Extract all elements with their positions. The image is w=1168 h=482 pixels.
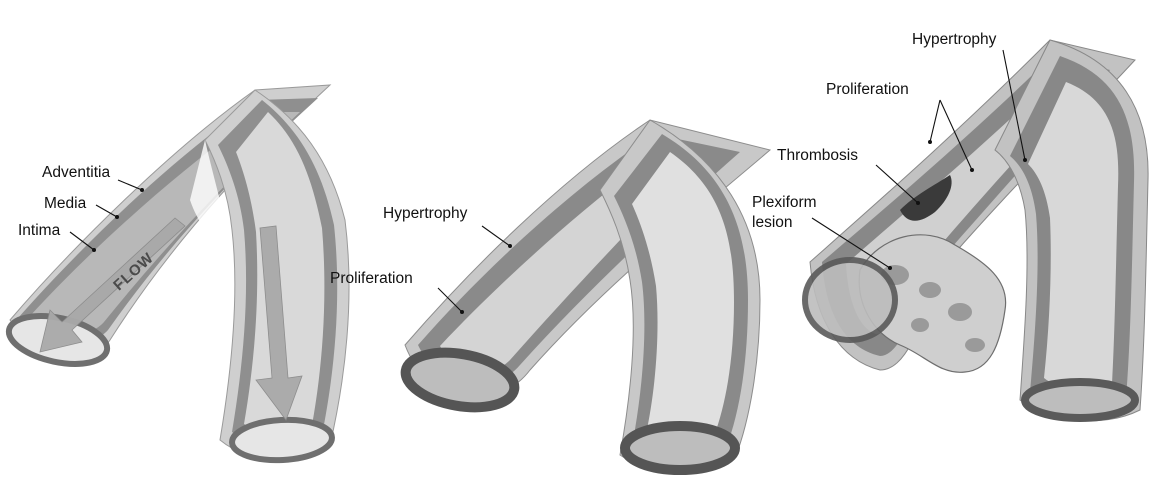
- label-plexiform-lesion-line2: lesion: [752, 214, 793, 231]
- leader-proliferation-3a: [930, 100, 940, 142]
- lesion-channel: [948, 303, 972, 321]
- label-adventitia: Adventitia: [42, 164, 110, 181]
- label-proliferation-2: Proliferation: [330, 270, 413, 287]
- leader-dot-intima: [92, 248, 96, 252]
- panel-normal-artery: FLOW Adventitia Media Intima: [5, 85, 350, 463]
- label-hypertrophy-2: Hypertrophy: [383, 205, 468, 222]
- label-hypertrophy-3: Hypertrophy: [912, 31, 997, 48]
- cut-face-right-2: [625, 426, 735, 470]
- label-media: Media: [44, 195, 87, 212]
- cut-face-left-3: [805, 260, 895, 340]
- leader-adventitia: [118, 180, 142, 190]
- leader-dot-hypertrophy-2: [508, 244, 512, 248]
- leader-hypertrophy-2: [482, 226, 510, 246]
- leader-dot-thrombosis-3: [916, 201, 920, 205]
- leader-dot-hypertrophy-3: [1023, 158, 1027, 162]
- leader-dot-adventitia: [140, 188, 144, 192]
- lesion-channel: [919, 282, 941, 298]
- lesion-channel: [965, 338, 985, 352]
- leader-dot-proliferation-3a: [928, 140, 932, 144]
- label-plexiform-lesion-line1: Plexiform: [752, 194, 817, 211]
- leader-dot-media: [115, 215, 119, 219]
- label-intima: Intima: [18, 222, 61, 239]
- panel-advanced-artery: Hypertrophy Proliferation Thrombosis Ple…: [752, 31, 1148, 421]
- leader-dot-proliferation-2: [460, 310, 464, 314]
- lesion-channel: [911, 318, 929, 332]
- label-thrombosis-3: Thrombosis: [777, 147, 858, 164]
- label-proliferation-3: Proliferation: [826, 81, 909, 98]
- cut-face-right-3: [1025, 382, 1135, 418]
- panel-remodeling-artery: Hypertrophy Proliferation: [330, 120, 770, 472]
- leader-dot-proliferation-3b: [970, 168, 974, 172]
- leader-dot-plexiform-lesion: [888, 266, 892, 270]
